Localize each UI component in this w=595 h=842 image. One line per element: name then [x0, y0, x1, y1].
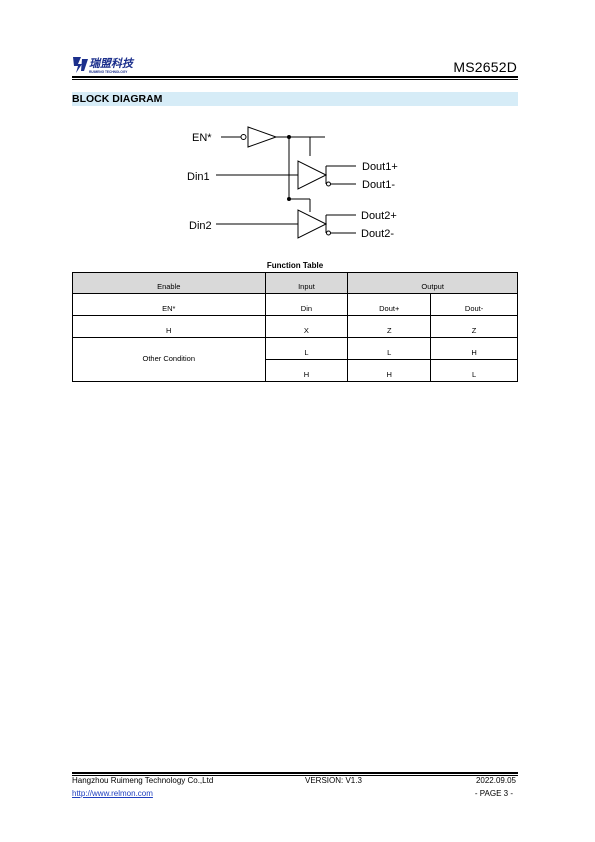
footer-page-number: - PAGE 3 -: [474, 789, 513, 798]
din2-label: Din2: [189, 220, 212, 232]
table-row: H X Z Z: [72, 315, 518, 338]
enable-buffer: [247, 126, 278, 148]
junction-dot-1: [287, 135, 291, 139]
cell-dout-p: H: [347, 359, 432, 382]
header-rule: [72, 76, 518, 78]
dout1p-label: Dout1+: [362, 161, 398, 173]
section-bar: [72, 92, 518, 106]
driver-1: [297, 160, 328, 190]
footer-version: VERSION: V1.3: [305, 776, 362, 785]
table-caption: Function Table: [266, 261, 324, 270]
footer-rule-thin: [72, 775, 518, 776]
subheader-dout-p: Dout+: [347, 293, 432, 316]
part-number: MS2652D: [453, 59, 517, 75]
header-enable: Enable: [72, 272, 266, 294]
footer-rule: [72, 772, 518, 774]
din1-label: Din1: [187, 171, 210, 183]
table-sub-header-row: EN* Din Dout+ Dout-: [72, 293, 518, 316]
block-diagram: EN* Din1 Din2 Dout1+ Dout1- Dout2+ Dout2…: [187, 126, 398, 240]
dout2p-label: Dout2+: [361, 210, 397, 222]
cell-dout-p: L: [347, 337, 432, 360]
header-input: Input: [264, 272, 349, 294]
subheader-en: EN*: [72, 293, 266, 316]
cell-other-condition: Other Condition: [72, 337, 266, 382]
logo-text: 瑞盟科技: [89, 57, 135, 70]
dout1n-label: Dout1-: [362, 179, 395, 191]
dout2n-bubble: [326, 230, 331, 236]
cell-din: X: [264, 315, 349, 338]
subheader-din: Din: [264, 293, 349, 316]
cell-dout-n: H: [430, 337, 518, 360]
footer-company: Hangzhou Ruimeng Technology Co.,Ltd: [72, 776, 214, 785]
header-output: Output: [347, 272, 518, 294]
company-logo: 瑞盟科技 RUIMENG TECHNOLOGY: [73, 57, 135, 74]
subheader-dout-n: Dout-: [430, 293, 518, 316]
logo-mark-icon: [73, 57, 88, 73]
driver-2: [297, 209, 328, 239]
table-row: H H L: [73, 359, 518, 382]
logo-subtext: RUIMENG TECHNOLOGY: [89, 70, 128, 74]
function-table: Enable Input Output EN* Din Dout+ Dout- …: [72, 272, 518, 382]
footer-website-link[interactable]: http://www.relmon.com: [72, 789, 153, 798]
header-rule-thin: [72, 79, 518, 80]
cell-din: H: [264, 359, 349, 382]
en-label: EN*: [192, 132, 212, 144]
dout1n-bubble: [326, 181, 331, 187]
cell-dout-p: Z: [347, 315, 432, 338]
section-title: BLOCK DIAGRAM: [72, 93, 163, 105]
table-row: Other Condition L L H: [72, 337, 518, 382]
en-inversion-bubble: [240, 134, 247, 140]
dout2n-label: Dout2-: [361, 228, 394, 240]
cell-dout-n: Z: [430, 315, 518, 338]
cell-enable: H: [72, 315, 266, 338]
table-group-header-row: Enable Input Output: [72, 272, 518, 294]
cell-din: L: [264, 337, 349, 360]
cell-dout-n: L: [430, 359, 518, 382]
junction-dot-2: [287, 197, 291, 201]
footer-date: 2022.09.05: [475, 776, 516, 785]
